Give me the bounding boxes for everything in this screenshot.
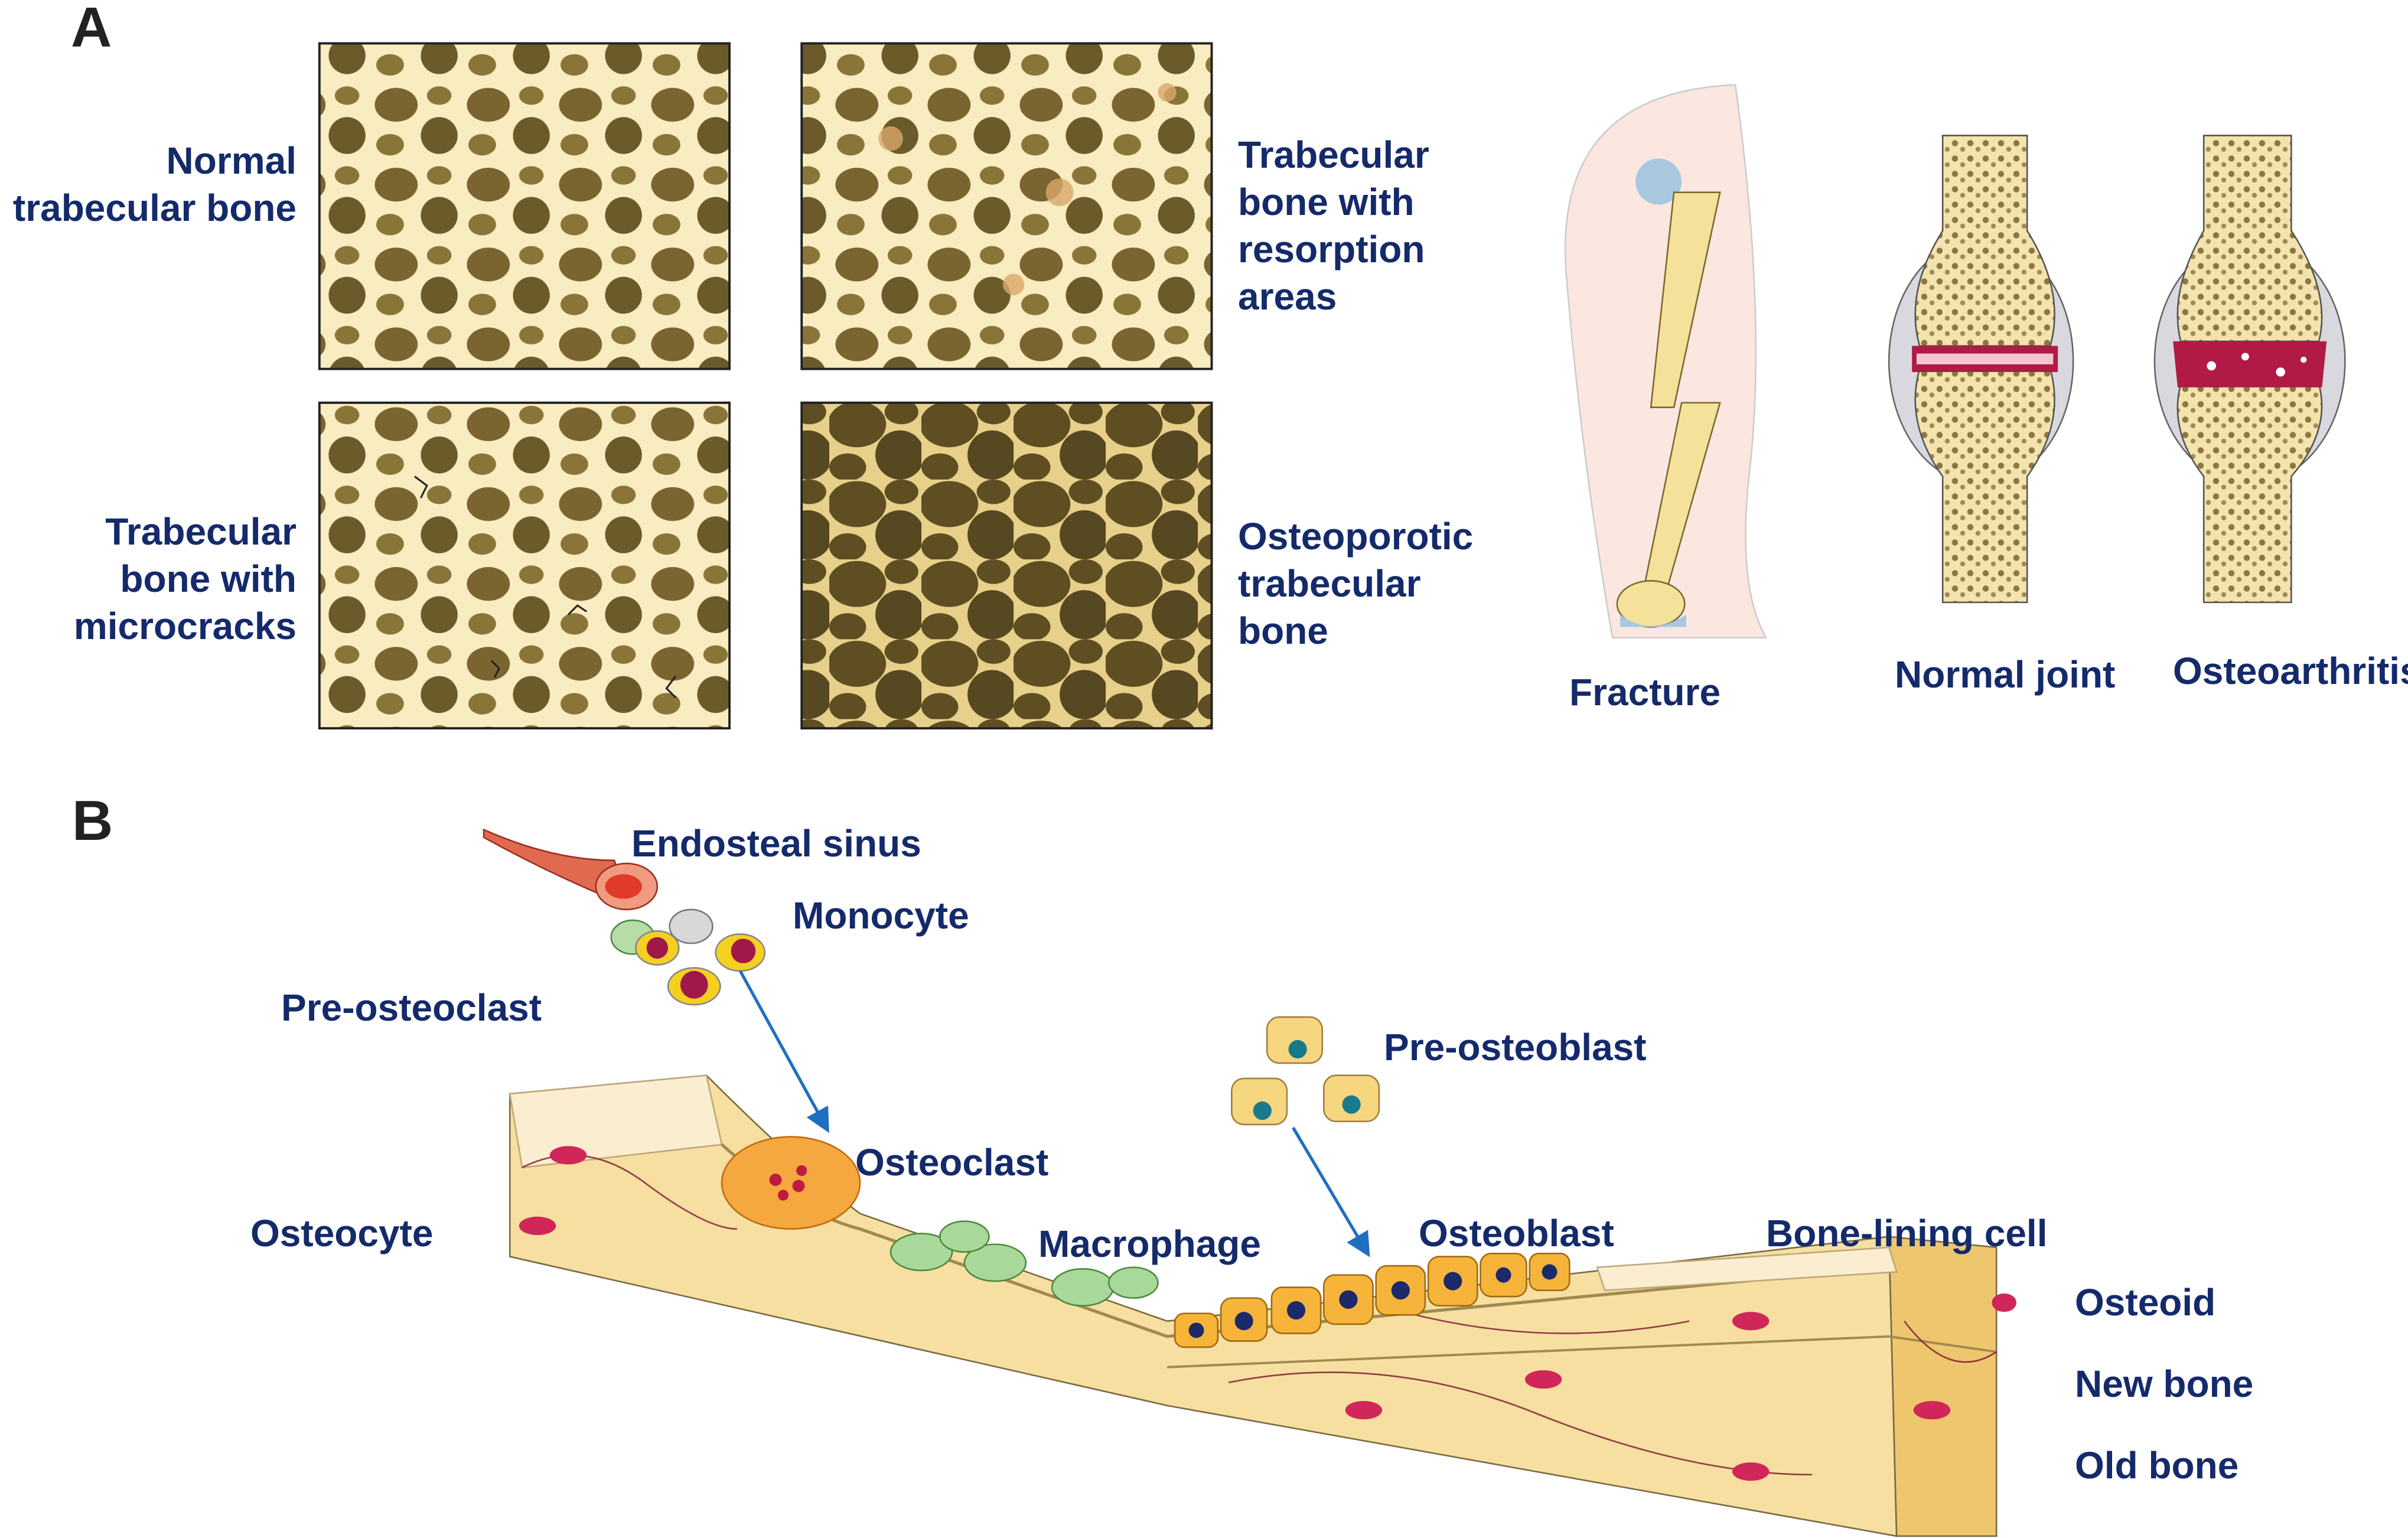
label-osteoid: Osteoid bbox=[2075, 1281, 2216, 1324]
panel-a-letter: A bbox=[71, 0, 112, 59]
label-osteoporotic: Osteoporotic trabecular bone bbox=[1238, 515, 1474, 652]
label-osteoclast: Osteoclast bbox=[855, 1141, 1049, 1184]
label-pre-osteoblast: Pre-osteoblast bbox=[1384, 1026, 1647, 1068]
normal-joint-illustration bbox=[1888, 135, 2074, 604]
resorption-areas-image bbox=[800, 42, 1213, 370]
label-microcracks: Trabecular bone with microcracks bbox=[73, 510, 296, 647]
label-old-bone: Old bone bbox=[2075, 1444, 2239, 1487]
label-bone-lining-cell: Bone-lining cell bbox=[1766, 1212, 2048, 1254]
label-macrophage: Macrophage bbox=[1038, 1223, 1261, 1265]
label-osteoblast: Osteoblast bbox=[1419, 1212, 1614, 1254]
pre-osteoblast-cells bbox=[1231, 1016, 1380, 1126]
label-fracture: Fracture bbox=[1569, 671, 1721, 713]
label-normal-trabecular-bone: Normal trabecular bone bbox=[12, 139, 296, 229]
osteoporotic-bone-image bbox=[800, 401, 1213, 730]
monocyte-cells bbox=[610, 908, 766, 1006]
osteoclast-cell bbox=[721, 1136, 861, 1230]
osteoarthritis-illustration bbox=[2153, 135, 2346, 604]
preosteoblast-to-osteoblast-arrow bbox=[1292, 1126, 1370, 1257]
label-osteocyte: Osteocyte bbox=[250, 1212, 434, 1254]
label-resorption-areas: Trabecular bone with resorption areas bbox=[1238, 133, 1429, 318]
label-new-bone: New bone bbox=[2075, 1363, 2254, 1405]
monocyte-to-osteoclast-arrow bbox=[738, 970, 829, 1133]
panel-b-letter: B bbox=[72, 789, 113, 852]
normal-trabecular-bone-image bbox=[318, 42, 731, 370]
microcracks-image bbox=[318, 401, 731, 730]
label-pre-osteoclast: Pre-osteoclast bbox=[281, 986, 542, 1029]
endosteal-sinus bbox=[483, 828, 659, 911]
label-osteoarthritis: Osteoarthritis bbox=[2173, 650, 2408, 692]
fracture-illustration bbox=[1564, 84, 1768, 638]
label-monocyte: Monocyte bbox=[793, 894, 969, 937]
macrophage-cells bbox=[889, 1220, 1159, 1307]
label-normal-joint: Normal joint bbox=[1895, 653, 2116, 696]
label-endosteal-sinus: Endosteal sinus bbox=[631, 822, 921, 865]
